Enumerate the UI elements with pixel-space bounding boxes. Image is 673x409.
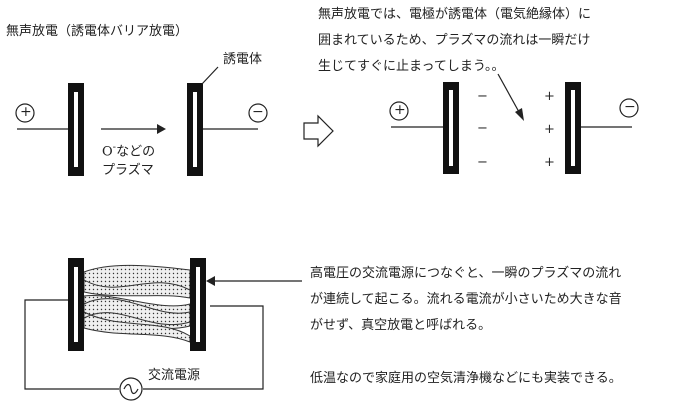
ion-charge: - bbox=[112, 142, 117, 153]
note-line: 囲まれているため、プラズマの流れは一瞬だけ bbox=[318, 33, 591, 48]
note-line: 高電圧の交流電源につなぐと、一瞬のプラズマの流れ bbox=[310, 266, 622, 281]
diagram-title: 無声放電（誘電体バリア放電） bbox=[6, 24, 189, 39]
induced-negative-charge: − bbox=[477, 155, 488, 170]
pointer-arrow bbox=[497, 73, 520, 113]
negative-terminal-icon bbox=[248, 103, 268, 123]
top-left-setup bbox=[15, 66, 268, 176]
note-line: 生じてすぐに止まってしまう。。 bbox=[318, 59, 505, 74]
top-right-setup bbox=[389, 73, 639, 174]
note-line: がせず、真空放電と呼ばれる。 bbox=[310, 318, 492, 333]
positive-sign: + bbox=[20, 104, 32, 120]
positive-sign: + bbox=[394, 102, 406, 118]
induced-negative-charge: − bbox=[477, 121, 488, 136]
note-line: 無声放電では、電極が誘電体（電気絶縁体）に bbox=[318, 7, 592, 22]
note-footer: 低温なので家庭用の空気清浄機などにも実装できる。 bbox=[310, 371, 622, 386]
transition-arrow-icon bbox=[303, 114, 334, 148]
ion-symbol: O bbox=[102, 144, 113, 160]
circuit-wire bbox=[143, 305, 264, 390]
induced-positive-charge: + bbox=[544, 89, 555, 104]
note-line: が連続して起こる。流れる電流が小さいため大きな音 bbox=[310, 292, 622, 307]
induced-positive-charge: + bbox=[544, 155, 555, 170]
plasma-label-suffix: などの bbox=[116, 144, 156, 160]
induced-positive-charge: + bbox=[544, 122, 555, 137]
dielectric-label: 誘電体 bbox=[223, 52, 263, 67]
positive-terminal-icon bbox=[15, 103, 35, 123]
note-top: 無声放電では、電極が誘電体（電気絶縁体）に 囲まれているため、プラズマの流れは一… bbox=[318, 2, 591, 80]
plasma-label-line2: プラズマ bbox=[102, 163, 154, 178]
ac-source-label: 交流電源 bbox=[148, 368, 201, 383]
plasma-streams bbox=[83, 264, 191, 299]
plasma-label-line1: O-などの bbox=[102, 139, 155, 160]
induced-negative-charge: − bbox=[477, 89, 488, 104]
negative-sign: − bbox=[252, 104, 264, 120]
note-bottom: 高電圧の交流電源につなぐと、一瞬のプラズマの流れ が連続して起こる。流れる電流が… bbox=[310, 261, 622, 339]
positive-terminal-icon bbox=[389, 101, 409, 121]
dielectric-pointer bbox=[201, 66, 219, 85]
circuit-wire bbox=[24, 299, 119, 390]
negative-sign: − bbox=[624, 99, 636, 115]
ac-circuit bbox=[24, 258, 302, 401]
negative-terminal-icon bbox=[619, 98, 639, 118]
